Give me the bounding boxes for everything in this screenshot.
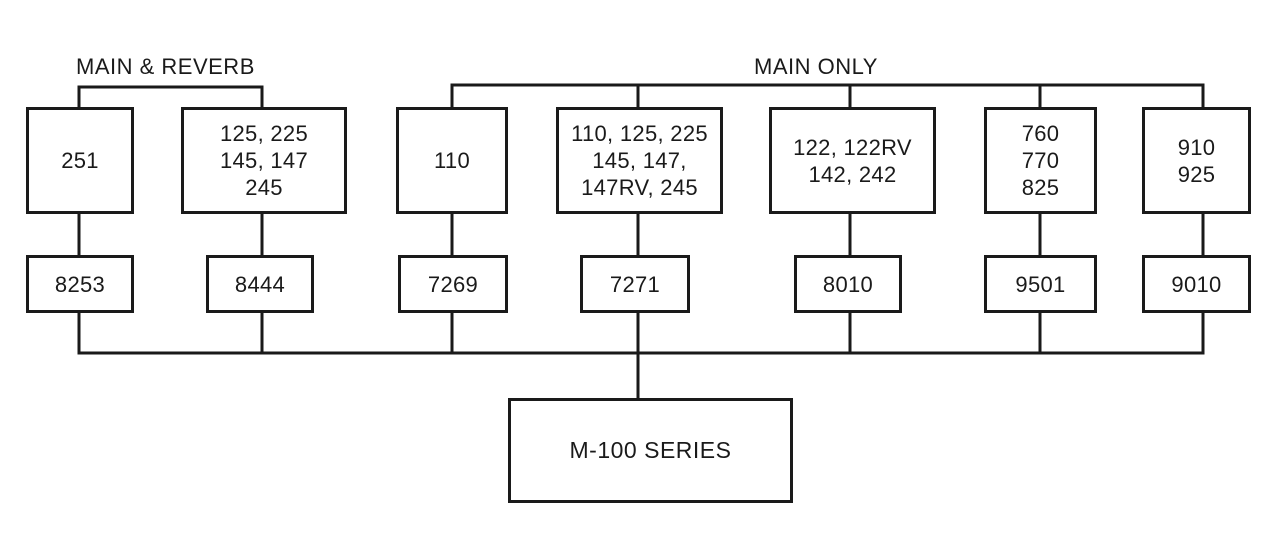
model-box-label: 110 (434, 148, 470, 173)
connector-box-7269: 7269 (398, 255, 508, 313)
connector-box-8444: 8444 (206, 255, 314, 313)
connector-label: 8010 (822, 271, 874, 297)
model-box-label: 825 (1021, 175, 1060, 200)
model-box-label: 147RV, 245 (581, 175, 698, 200)
connector-box-8010: 8010 (794, 255, 902, 313)
model-box-110: 110 (396, 107, 508, 214)
root-box-m100-series: M-100 SERIES (508, 398, 793, 503)
connector-box-9010: 9010 (1142, 255, 1251, 313)
connector-label: 9501 (1015, 271, 1066, 297)
model-box-910-925: 910 925 (1142, 107, 1251, 214)
connector-label: 7271 (609, 271, 661, 297)
model-box-label: 251 (61, 148, 99, 173)
model-box-label: 760 (1021, 121, 1060, 146)
connector-label: 9010 (1171, 271, 1222, 297)
model-box-label: 245 (245, 175, 283, 200)
model-box-label: 110, 125, 225 (571, 121, 708, 146)
group-label-main-reverb: MAIN & REVERB (76, 54, 255, 79)
connector-label: 8253 (54, 271, 106, 297)
group-label-main-only: MAIN ONLY (754, 54, 878, 79)
model-box-label: 145, 147, (592, 148, 687, 173)
model-box-label: 910 (1177, 134, 1216, 160)
model-box-110-125-225: 110, 125, 225 145, 147, 147RV, 245 (556, 107, 723, 214)
model-box-label: 122, 122RV (793, 134, 912, 160)
model-box-125-225: 125, 225 145, 147 245 (181, 107, 347, 214)
model-box-760-770: 760 770 825 (984, 107, 1097, 214)
model-box-label: 142, 242 (808, 161, 897, 187)
connector-box-8253: 8253 (26, 255, 134, 313)
connector-box-7271: 7271 (580, 255, 690, 313)
root-label: M-100 SERIES (569, 437, 732, 463)
model-box-122-122rv: 122, 122RV 142, 242 (769, 107, 936, 214)
model-box-label: 145, 147 (219, 148, 309, 173)
connector-label: 7269 (427, 271, 479, 297)
model-box-label: 770 (1021, 148, 1060, 173)
model-box-label: 125, 225 (219, 121, 309, 146)
model-box-label: 925 (1177, 161, 1216, 187)
connector-label: 8444 (234, 271, 286, 297)
model-box-251: 251 (26, 107, 134, 214)
connector-box-9501: 9501 (984, 255, 1097, 313)
